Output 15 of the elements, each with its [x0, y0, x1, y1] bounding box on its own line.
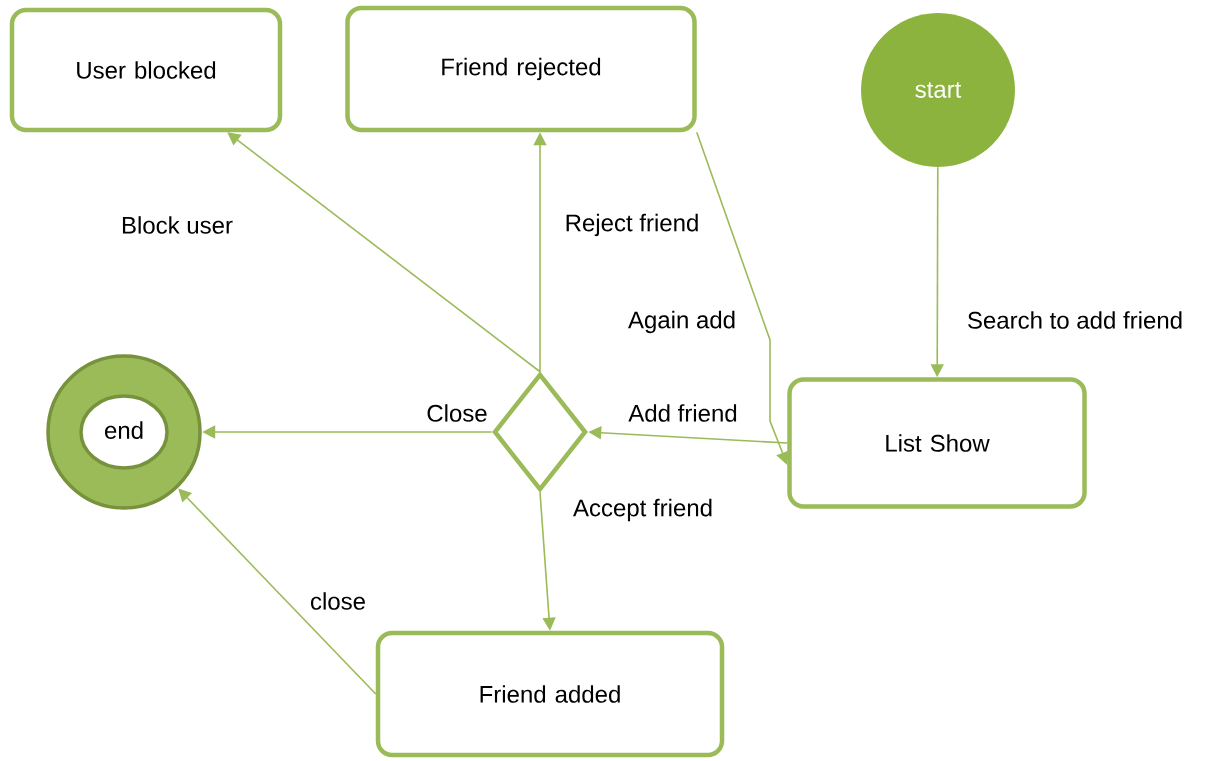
state-box: User blocked — [9, 7, 283, 133]
edge-label: Again add — [628, 310, 735, 334]
arrow — [695, 131, 789, 465]
edge-label: Block user — [122, 216, 233, 234]
edge-label: Accept friend — [573, 498, 712, 522]
state-box: Friend rejected — [345, 5, 697, 133]
arrow — [227, 132, 541, 373]
edge-label: Close — [427, 404, 487, 422]
edge-label: Add friend — [628, 404, 737, 422]
state-box: Friend added — [375, 630, 725, 758]
edge-label: Reject friend — [566, 213, 698, 237]
edge-label: close — [311, 592, 365, 610]
edge-label: Search to add friend — [968, 311, 1182, 329]
arrow — [178, 488, 377, 695]
state-box: List Show — [787, 377, 1087, 509]
